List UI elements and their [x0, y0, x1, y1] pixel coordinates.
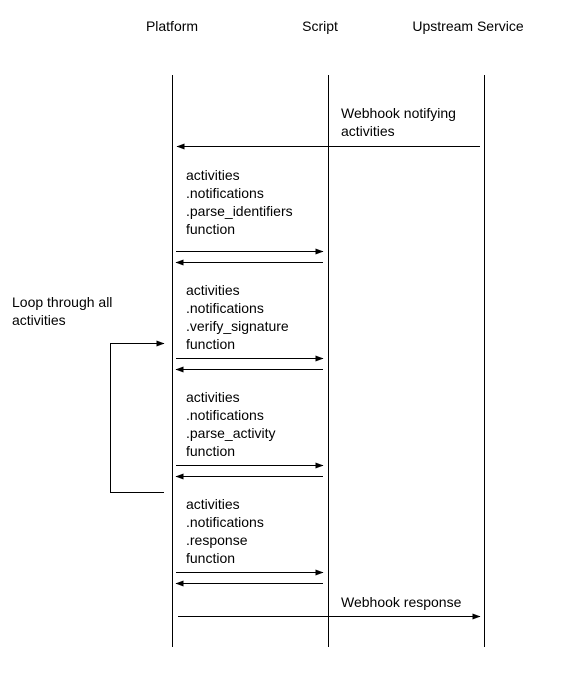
- participant-upstream-service: Upstream Service: [412, 18, 524, 34]
- label-line: .notifications: [186, 407, 264, 423]
- label-line: activities: [341, 123, 395, 139]
- label-line: .notifications: [186, 300, 264, 316]
- label-line: activities: [186, 167, 240, 183]
- loop-bracket: [110, 340, 165, 493]
- label-line: .notifications: [186, 185, 264, 201]
- label-line: .response: [186, 532, 248, 548]
- label-webhook-notifying: Webhook notifying activities: [341, 104, 456, 140]
- label-line: function: [186, 550, 236, 566]
- label-line: activities: [186, 496, 240, 512]
- label-line: Webhook notifying: [341, 105, 456, 121]
- label-webhook-response: Webhook response: [341, 594, 462, 610]
- label-line: function: [186, 443, 236, 459]
- label-line: function: [186, 336, 236, 352]
- label-line: Loop through all: [12, 294, 113, 310]
- participant-platform: Platform: [145, 18, 199, 34]
- label-parse-identifiers: activities .notifications .parse_identif…: [186, 166, 293, 238]
- label-parse-activity: activities .notifications .parse_activit…: [186, 388, 275, 460]
- label-line: activities: [186, 282, 240, 298]
- label-line: function: [186, 221, 236, 237]
- label-line: .parse_identifiers: [186, 203, 293, 219]
- participant-script: Script: [302, 18, 338, 34]
- label-line: .verify_signature: [186, 318, 289, 334]
- label-line: activities: [186, 389, 240, 405]
- label-line: activities: [12, 312, 66, 328]
- label-response: activities .notifications .response func…: [186, 495, 264, 567]
- label-line: .parse_activity: [186, 425, 276, 441]
- label-verify-signature: activities .notifications .verify_signat…: [186, 281, 289, 353]
- label-line: .notifications: [186, 514, 264, 530]
- loop-label: Loop through all activities: [12, 293, 112, 329]
